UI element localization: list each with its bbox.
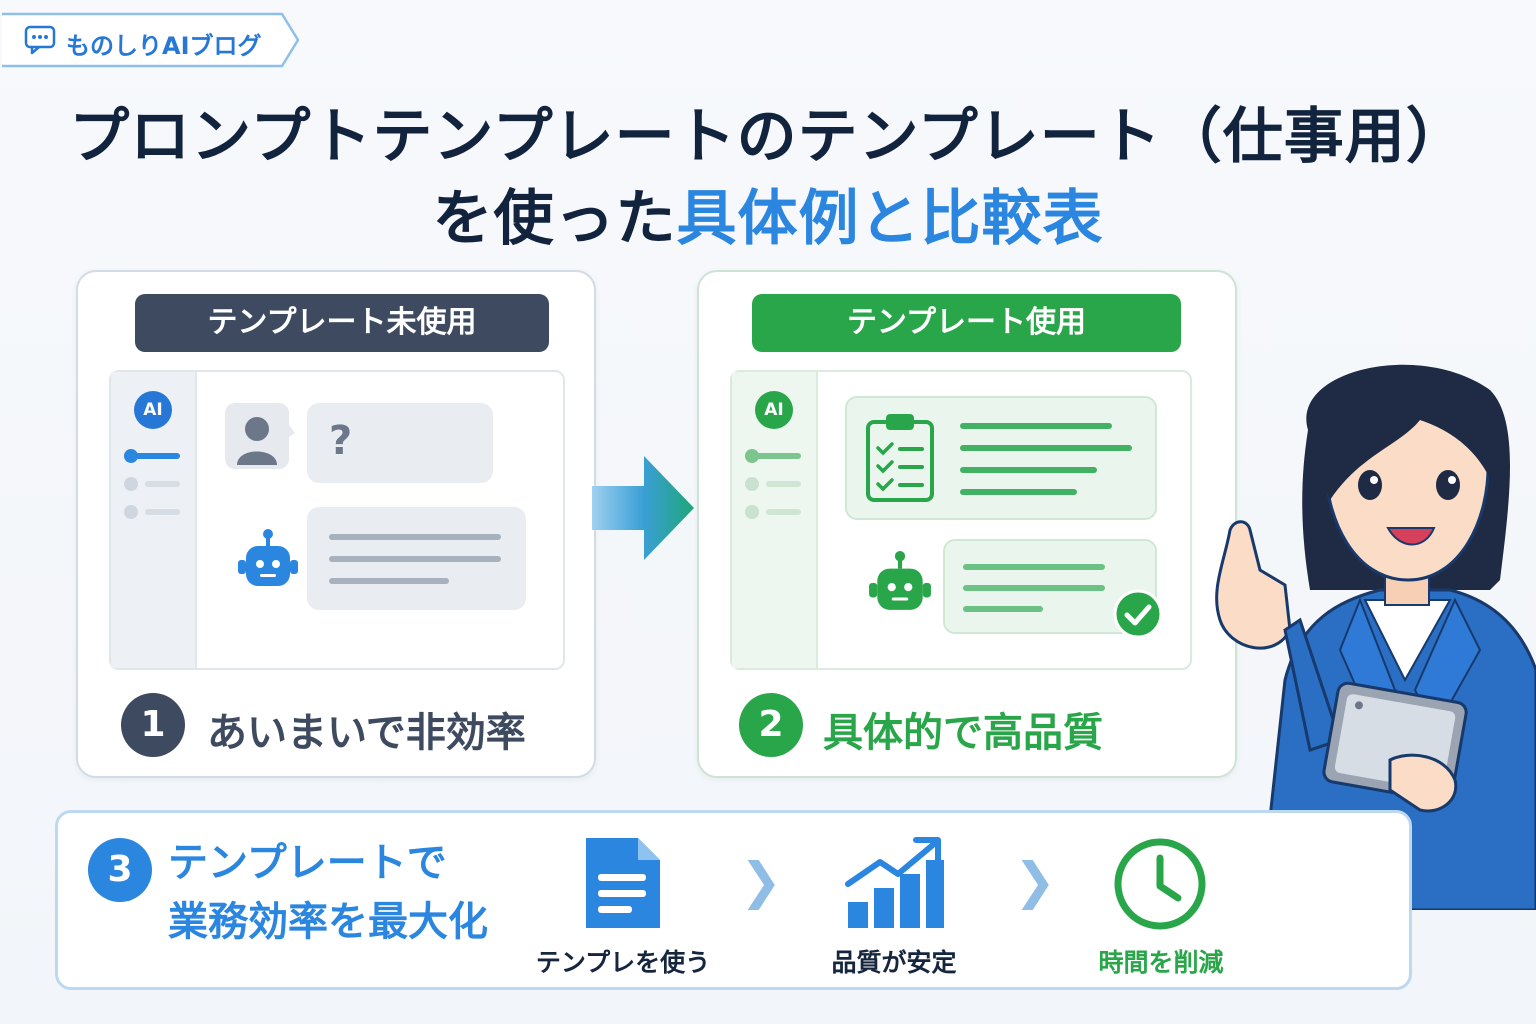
step-text-2: 具体的で高品質: [823, 710, 1103, 756]
chat-bubble-icon: [24, 25, 56, 55]
page-title-line2: を使った具体例と比較表: [0, 170, 1536, 257]
arrow-right-icon: [592, 456, 694, 560]
clipboard-checklist-icon: [866, 414, 934, 502]
text-line: [329, 556, 501, 562]
check-circle-icon: [1113, 589, 1163, 639]
flow-label-use-template: テンプレを使う: [535, 948, 711, 977]
flow-label-save-time: 時間を削減: [1098, 948, 1224, 977]
question-mark: ?: [329, 418, 353, 464]
summary-line2: 業務効率を最大化: [168, 899, 488, 945]
text-line: [960, 445, 1132, 451]
sidebar-dot-right: [745, 477, 759, 491]
step-text-1: あいまいで非効率: [207, 710, 526, 756]
label-without-template: テンプレート未使用: [135, 294, 549, 352]
ai-badge-left: AI: [134, 391, 172, 429]
growth-chart-icon: [845, 837, 944, 928]
sidebar-active-bar-left: [124, 453, 180, 459]
user-avatar-icon: [225, 403, 295, 469]
text-line: [329, 578, 449, 584]
brand-name: ものしりAIブログ: [66, 32, 262, 60]
text-line: [963, 606, 1043, 612]
sidebar-active-bar-right: [745, 453, 801, 459]
step-number-2: 2: [739, 693, 803, 757]
text-line: [960, 423, 1112, 429]
chevron-right-icon: ❯: [1014, 852, 1056, 910]
document-icon: [586, 838, 660, 928]
page-title-line1: プロンプトテンプレートのテンプレート（仕事用）: [69, 102, 1467, 172]
title-prefix: を使った: [432, 184, 677, 254]
sidebar-bar-left: [145, 481, 180, 487]
text-line: [963, 564, 1105, 570]
brand-badge[interactable]: ものしりAIブログ: [0, 12, 300, 68]
question-bubble: [307, 403, 493, 483]
sidebar-bar-left: [145, 509, 180, 515]
robot-icon-green: [869, 551, 931, 610]
step-number-3: 3: [88, 838, 152, 902]
sidebar-dot-left: [124, 505, 138, 519]
label-with-template: テンプレート使用: [752, 294, 1181, 352]
text-line: [963, 585, 1105, 591]
robot-icon-blue: [238, 529, 298, 586]
sidebar-active-dot-left: [124, 449, 138, 463]
sidebar-bar-right: [766, 509, 801, 515]
sidebar-dot-left: [124, 477, 138, 491]
flow-label-stable-quality: 品質が安定: [831, 948, 957, 977]
brand-badge-frame: [2, 12, 300, 68]
title-accent: 具体例と比較表: [676, 184, 1104, 254]
step-number-1: 1: [121, 693, 185, 757]
presenter-woman-illustration: [1215, 364, 1536, 910]
ai-badge-right: AI: [755, 391, 793, 429]
clock-icon: [1114, 838, 1206, 930]
sidebar-dot-right: [745, 505, 759, 519]
sidebar-active-dot-right: [745, 449, 759, 463]
text-line: [329, 534, 501, 540]
summary-line1: テンプレートで: [168, 840, 447, 886]
text-line: [960, 467, 1097, 473]
sidebar-bar-right: [766, 481, 801, 487]
text-line: [960, 489, 1077, 495]
chevron-right-icon: ❯: [740, 852, 782, 910]
